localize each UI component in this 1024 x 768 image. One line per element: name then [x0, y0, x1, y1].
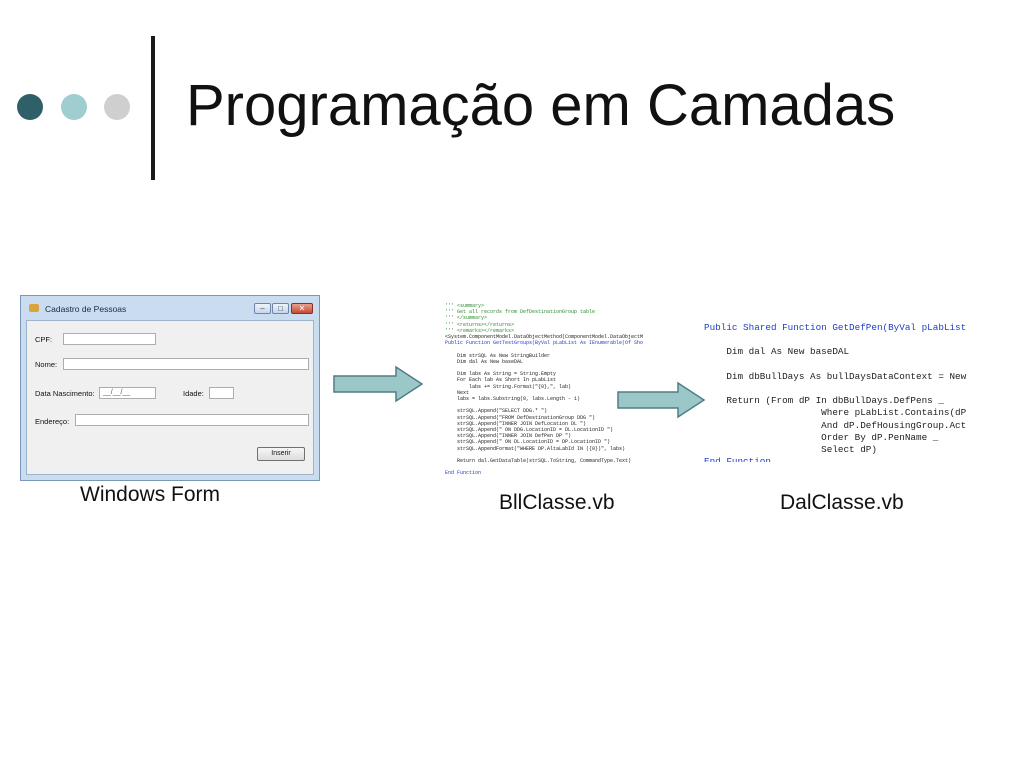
code-line: End Function — [704, 456, 771, 462]
code-line: Return (From dP In dbBullDays.DefPens _ — [704, 395, 944, 407]
cpf-input[interactable] — [63, 333, 156, 345]
data-nascimento-label: Data Nascimento: — [35, 389, 95, 398]
window-titlebar: Cadastro de Pessoas – □ ✕ — [27, 300, 313, 318]
code-line: ''' Get all records from DefDestinationG… — [445, 309, 596, 316]
code-line: Select dP) — [704, 444, 877, 456]
decorative-dot-dark — [17, 94, 43, 120]
slide-title: Programação em Camadas — [186, 73, 896, 138]
code-line: Dim labs As String = String.Empty — [445, 371, 557, 378]
code-line — [704, 359, 966, 371]
nome-label: Nome: — [35, 360, 58, 369]
bll-code-panel: ''' <summary>''' Get all records from De… — [445, 303, 643, 483]
inserir-button[interactable]: Inserir — [257, 447, 305, 461]
caption-windows-form: Windows Form — [80, 483, 221, 506]
caption-dal: DalClasse.vb — [780, 491, 904, 514]
code-line: strSQL.Append(" ON DDG.LocationID = DL.L… — [445, 427, 614, 434]
code-line: strSQL.AppendFormat("WHERE DP.AltaLabId … — [445, 445, 626, 452]
title-divider — [151, 36, 155, 180]
code-line: Dim dal As New baseDAL — [704, 346, 850, 358]
code-line: Next — [445, 389, 470, 396]
cpf-label: CPF: — [35, 335, 53, 344]
code-line: Dim dbBullDays As bullDaysDataContext = … — [704, 370, 966, 382]
decorative-dot-light-teal — [61, 94, 87, 120]
code-line — [704, 334, 966, 346]
code-line: strSQL.Append("INNER JOIN DefLocation DL… — [445, 420, 587, 427]
code-line: strSQL.Append("SELECT DDG.* ") — [445, 408, 548, 415]
code-line: strSQL.Append("INNER JOIN DefPen DP ") — [445, 433, 572, 440]
code-line: End Function — [445, 470, 482, 477]
code-line: labs = labs.Substring(0, labs.Length - 1… — [445, 396, 581, 403]
code-line: Order By dP.PenName _ — [704, 431, 939, 443]
code-line: ''' <summary> — [445, 303, 485, 309]
arrow-form-to-bll — [333, 365, 424, 403]
code-line: strSQL.Append(" ON DL.LocationID = DP.Lo… — [445, 439, 611, 446]
window-title: Cadastro de Pessoas — [45, 304, 127, 314]
code-line: And dP.DefHousingGroup.Active.Eq — [821, 419, 966, 431]
caption-bll: BllClasse.vb — [499, 491, 615, 514]
endereco-input[interactable] — [75, 414, 309, 426]
code-line — [704, 383, 966, 395]
form-client-area: CPF: Nome: Data Nascimento: __/__/__ Ida… — [26, 320, 314, 475]
code-line: For Each lab As Short In pLabList — [445, 377, 557, 384]
code-line: <System.ComponentModel.DataObjectMethod(… — [445, 334, 643, 341]
dal-code-panel: Public Shared Function GetDefPen(ByVal p… — [704, 322, 966, 462]
code-line: strSQL.Append("FROM DefDestinationGroup … — [445, 414, 596, 421]
decorative-dot-gray — [104, 94, 130, 120]
code-line: ''' <returns></returns> — [445, 321, 515, 328]
idade-label: Idade: — [183, 389, 204, 398]
code-line: Where pLabList.Contains(dP.DefHo — [821, 407, 966, 419]
code-line: Dim dal As New baseDAL — [445, 358, 524, 365]
idade-input[interactable] — [209, 387, 234, 399]
code-line: labs += String.Format("{0},", lab) — [445, 383, 572, 390]
code-line: Return dal.GetDataTable(strSQL.ToString,… — [445, 458, 632, 465]
nome-input[interactable] — [63, 358, 309, 370]
maximize-icon[interactable]: □ — [272, 303, 289, 314]
windows-form-window: Cadastro de Pessoas – □ ✕ CPF: Nome: Dat… — [20, 295, 320, 481]
app-icon — [29, 304, 39, 312]
endereco-label: Endereço: — [35, 417, 70, 426]
code-line: ''' <remarks></remarks> — [445, 327, 515, 334]
code-line: ''' </summary> — [445, 315, 488, 322]
minimize-icon[interactable]: – — [254, 303, 271, 314]
code-line: Public Shared Function GetDefPen(ByVal p… — [704, 322, 966, 333]
data-nascimento-input[interactable]: __/__/__ — [99, 387, 156, 399]
code-line: Public Function GetTestGroups(ByVal pLab… — [445, 340, 643, 347]
arrow-bll-to-dal — [617, 381, 706, 419]
close-icon[interactable]: ✕ — [291, 303, 313, 314]
code-line: Dim strSQL As New StringBuilder — [445, 352, 551, 359]
